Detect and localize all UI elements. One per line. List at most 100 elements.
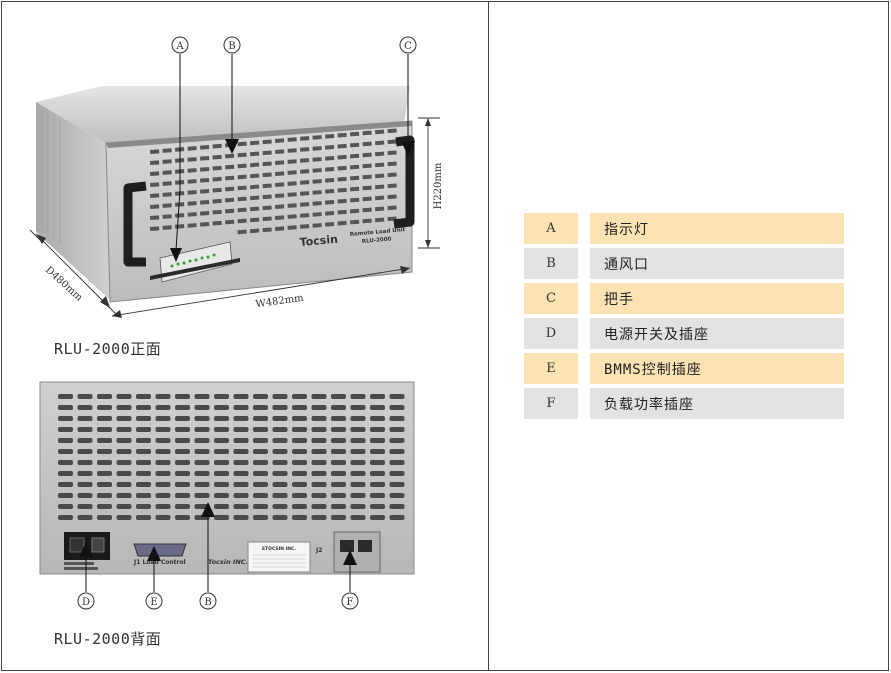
vent-slot xyxy=(58,493,73,498)
vent-slot xyxy=(77,493,93,498)
vent-slot xyxy=(292,504,307,509)
vent-slot xyxy=(350,175,360,181)
vent-slot xyxy=(225,186,235,192)
vent-slot xyxy=(77,394,93,399)
vent-slot xyxy=(375,151,385,157)
vent-slot xyxy=(225,164,235,170)
vent-slot xyxy=(250,184,260,190)
vent-slot xyxy=(350,504,366,509)
vent-slot xyxy=(250,228,260,234)
vent-slot xyxy=(325,166,335,172)
legend-key: D xyxy=(524,318,578,349)
vent-slot xyxy=(389,416,405,421)
vent-slot xyxy=(233,504,249,509)
vent-slot xyxy=(212,154,222,160)
vent-slot xyxy=(253,416,268,421)
vent-slot xyxy=(214,405,229,410)
vent-slot xyxy=(214,482,229,487)
vent-slot xyxy=(233,449,249,454)
legend-row: D 电源开关及插座 xyxy=(524,318,844,349)
vent-slot xyxy=(58,394,73,399)
vent-slot xyxy=(162,159,172,164)
vent-slot xyxy=(212,176,222,182)
vent-slot xyxy=(389,427,405,432)
vent-slot xyxy=(331,405,346,410)
vent-slot xyxy=(58,504,73,509)
vent-slot xyxy=(292,482,307,487)
vent-slot xyxy=(155,416,171,421)
vent-slot xyxy=(58,405,73,410)
vent-slot xyxy=(325,155,335,161)
front-panel-text: Remote Load Unit xyxy=(350,227,406,238)
vent-slot xyxy=(389,493,405,498)
vent-slot xyxy=(272,482,288,487)
j2-label: J2 xyxy=(315,547,322,554)
vent-slot xyxy=(262,172,272,178)
vent-slot xyxy=(300,191,310,196)
vent-slot xyxy=(337,198,347,204)
vent-slot xyxy=(214,493,229,498)
vent-slot xyxy=(155,493,171,498)
vent-slot xyxy=(187,223,197,228)
vent-slot xyxy=(287,137,297,142)
vent-slot xyxy=(275,226,285,231)
vent-slot xyxy=(97,449,112,454)
vent-slot xyxy=(225,197,235,203)
legend-value: BMMS控制插座 xyxy=(590,353,844,384)
vent-slot xyxy=(77,427,93,432)
vent-slot xyxy=(155,460,171,465)
vent-slot xyxy=(375,206,385,212)
vent-slot xyxy=(250,206,260,212)
vent-slot xyxy=(362,185,372,191)
vent-slot xyxy=(389,515,405,520)
vent-slot xyxy=(214,394,229,399)
vent-slot xyxy=(362,196,372,202)
vent-slot xyxy=(212,198,222,204)
vent-slot xyxy=(97,471,112,476)
vent-slot xyxy=(97,515,112,520)
vent-slot xyxy=(212,165,222,171)
vent-slot xyxy=(272,504,288,509)
vent-slot xyxy=(262,183,272,189)
vent-slot xyxy=(272,460,288,465)
legend-value: 电源开关及插座 xyxy=(590,318,844,349)
vent-slot xyxy=(194,416,210,421)
vent-slot xyxy=(331,427,346,432)
vent-slot xyxy=(375,195,385,201)
back-caption: RLU-2000背面 xyxy=(54,630,162,648)
vent-slot xyxy=(350,427,366,432)
vent-slot xyxy=(200,210,210,216)
vent-slot xyxy=(194,438,210,443)
vent-slot xyxy=(389,504,405,509)
vent-slot xyxy=(97,493,112,498)
vent-slot xyxy=(136,405,151,410)
vent-slot xyxy=(58,416,73,421)
vent-slot xyxy=(194,493,210,498)
vent-slot xyxy=(389,471,405,476)
vent-slot xyxy=(300,147,310,152)
vent-slot xyxy=(187,179,197,184)
vent-slot xyxy=(312,201,322,206)
vent-slot xyxy=(287,203,297,208)
vent-slot xyxy=(155,405,171,410)
vent-slot xyxy=(300,169,310,174)
vent-slot xyxy=(233,493,249,498)
vent-slot xyxy=(325,188,335,194)
vent-slot xyxy=(233,405,249,410)
vent-slot xyxy=(233,471,249,476)
vent-slot xyxy=(253,449,268,454)
vent-slot xyxy=(350,493,366,498)
vent-slot xyxy=(370,482,385,487)
vent-slot xyxy=(275,138,285,143)
vent-slot xyxy=(362,174,372,180)
front-caption: RLU-2000正面 xyxy=(54,340,162,358)
vent-slot xyxy=(312,146,322,151)
vent-slot xyxy=(275,182,285,187)
vent-slot xyxy=(362,163,372,169)
vent-slot xyxy=(237,185,247,191)
vent-slot xyxy=(311,416,327,421)
vent-slot xyxy=(200,144,210,150)
vent-slot xyxy=(362,152,372,158)
vent-slot xyxy=(337,165,347,171)
vent-slot xyxy=(370,405,385,410)
